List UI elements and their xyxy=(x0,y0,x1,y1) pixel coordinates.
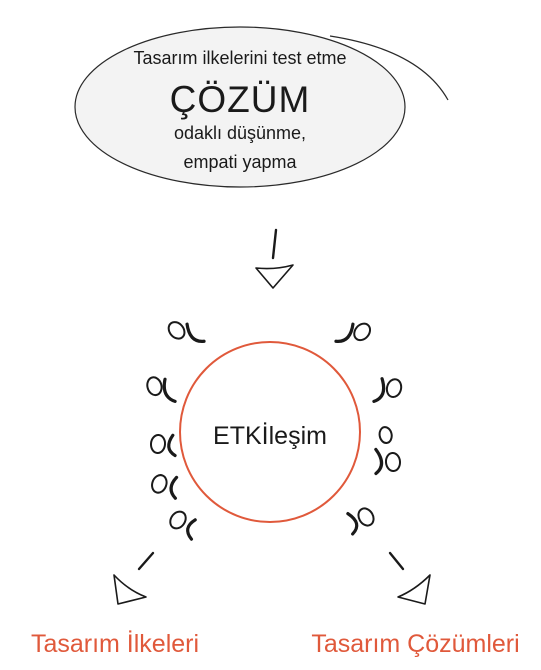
person-icon xyxy=(378,426,393,444)
ellipse-title: ÇÖZÜM xyxy=(169,79,311,120)
person-icon xyxy=(146,376,177,403)
ellipse-line-3: empati yapma xyxy=(183,152,297,172)
person-icon xyxy=(149,433,177,458)
center-label: ETKİleşim xyxy=(213,422,327,450)
person-icon xyxy=(372,377,403,403)
ellipse-line-1: Tasarım ilkelerini test etme xyxy=(133,48,347,68)
arrow-down-icon xyxy=(255,228,294,289)
person-icon xyxy=(374,447,402,476)
arrow-down-right-icon xyxy=(388,551,431,605)
person-icon xyxy=(334,322,372,343)
person-icon xyxy=(346,507,375,536)
people-right-group xyxy=(334,322,403,536)
output-left-label: Tasarım İlkeleri xyxy=(30,630,200,658)
output-right-label: Tasarım Çözümleri xyxy=(311,630,520,658)
arrow-down-left-icon xyxy=(113,551,155,605)
solution-ellipse xyxy=(74,26,449,188)
person-icon xyxy=(151,474,179,500)
people-left-group xyxy=(146,321,206,541)
interaction-circle xyxy=(179,341,361,523)
person-icon xyxy=(167,321,206,343)
person-icon xyxy=(169,510,197,541)
ellipse-line-2: odaklı düşünme, xyxy=(173,123,307,143)
